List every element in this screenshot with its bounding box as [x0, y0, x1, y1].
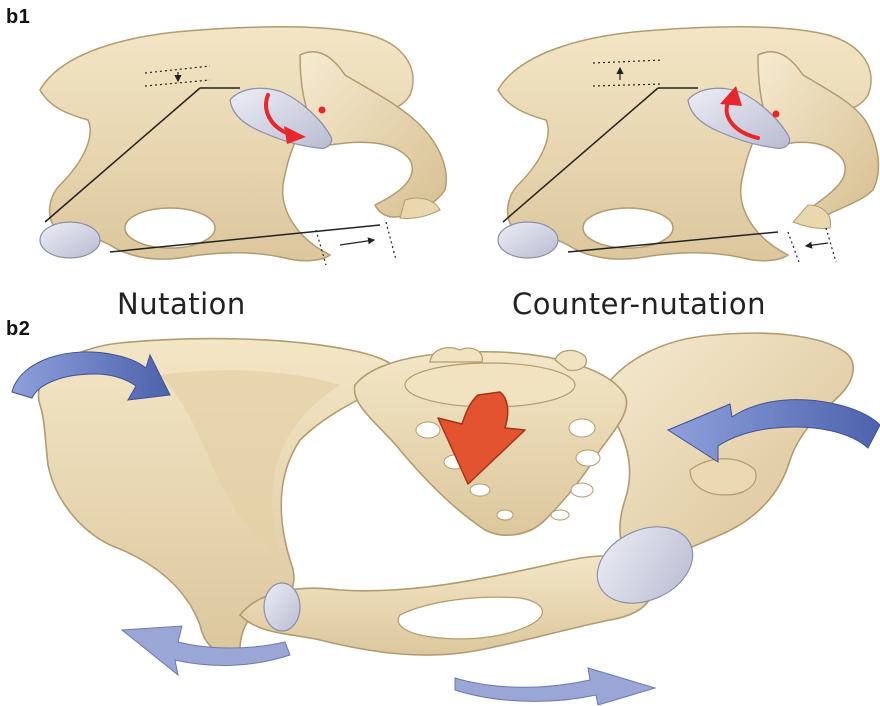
obturator-foramen-right	[583, 208, 673, 248]
sacral-foramen	[571, 483, 593, 497]
obturator-foramen-left	[125, 208, 215, 248]
sacral-foramen	[569, 419, 595, 437]
dotted-guide-lower-1	[788, 232, 800, 265]
lumbar-process	[430, 348, 482, 362]
acetabulum-cartilage-left	[40, 222, 100, 258]
sacral-foramen	[576, 450, 600, 466]
displacement-arrow-lower-icon	[806, 243, 828, 246]
nutation-caption: Nutation	[117, 287, 246, 321]
sacral-foramen	[551, 510, 569, 520]
panel-label-b2: b2	[6, 318, 30, 341]
sacral-foramen	[416, 422, 440, 438]
displacement-arrow-lower-icon	[340, 240, 374, 245]
dotted-guide-lower-2	[826, 228, 836, 262]
counter-nutation-caption: Counter-nutation	[512, 287, 766, 321]
nutation-illustration	[40, 27, 446, 265]
dotted-guide-lower-2	[386, 222, 396, 260]
pubic-symphysis	[264, 583, 300, 631]
left-hip-bone	[40, 27, 413, 261]
pivot-point-icon	[319, 107, 326, 114]
pelvis-front-illustration	[12, 333, 880, 705]
sacral-foramen	[470, 484, 490, 496]
movement-arrow-icon	[455, 668, 655, 705]
panel-label-b1: b1	[6, 6, 30, 29]
pivot-point-icon	[773, 111, 780, 118]
counter-nutation-illustration	[498, 27, 878, 265]
acetabulum-cartilage-right	[498, 222, 558, 258]
sacral-foramen	[497, 510, 513, 520]
